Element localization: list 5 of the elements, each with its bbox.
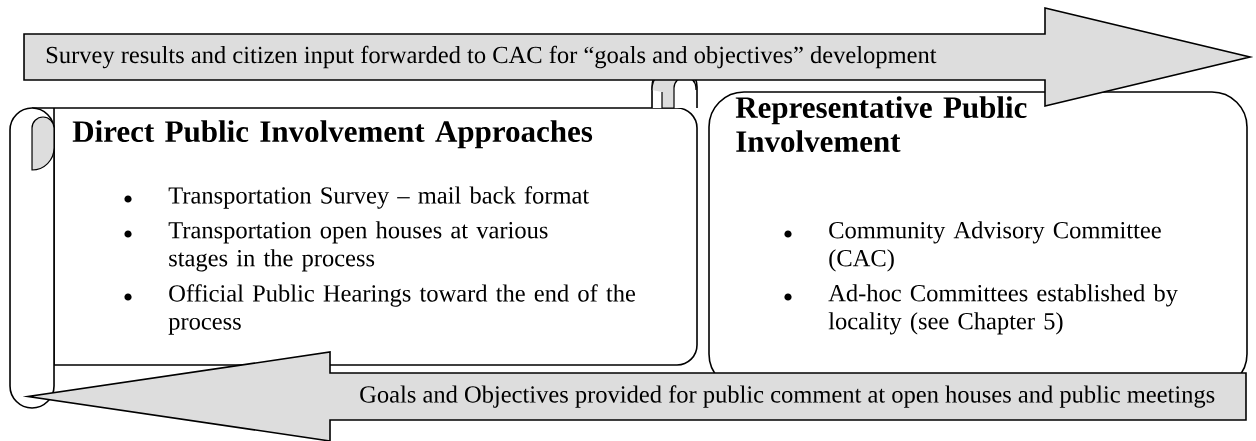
bullet-text: Community Advisory Committee (CAC) xyxy=(829,221,1161,272)
heading: Representative Public Involvement xyxy=(735,96,1027,152)
edge-label: Survey results and citizen input forwarded to CAC for “goals and objectives” development xyxy=(44,44,938,70)
edge-label: Goals and Objectives provided for public comment at open houses and public meetings xyxy=(358,384,1217,409)
bullet-text: Ad-hoc Committees established by locality (see Chapter 5) xyxy=(828,284,1178,335)
